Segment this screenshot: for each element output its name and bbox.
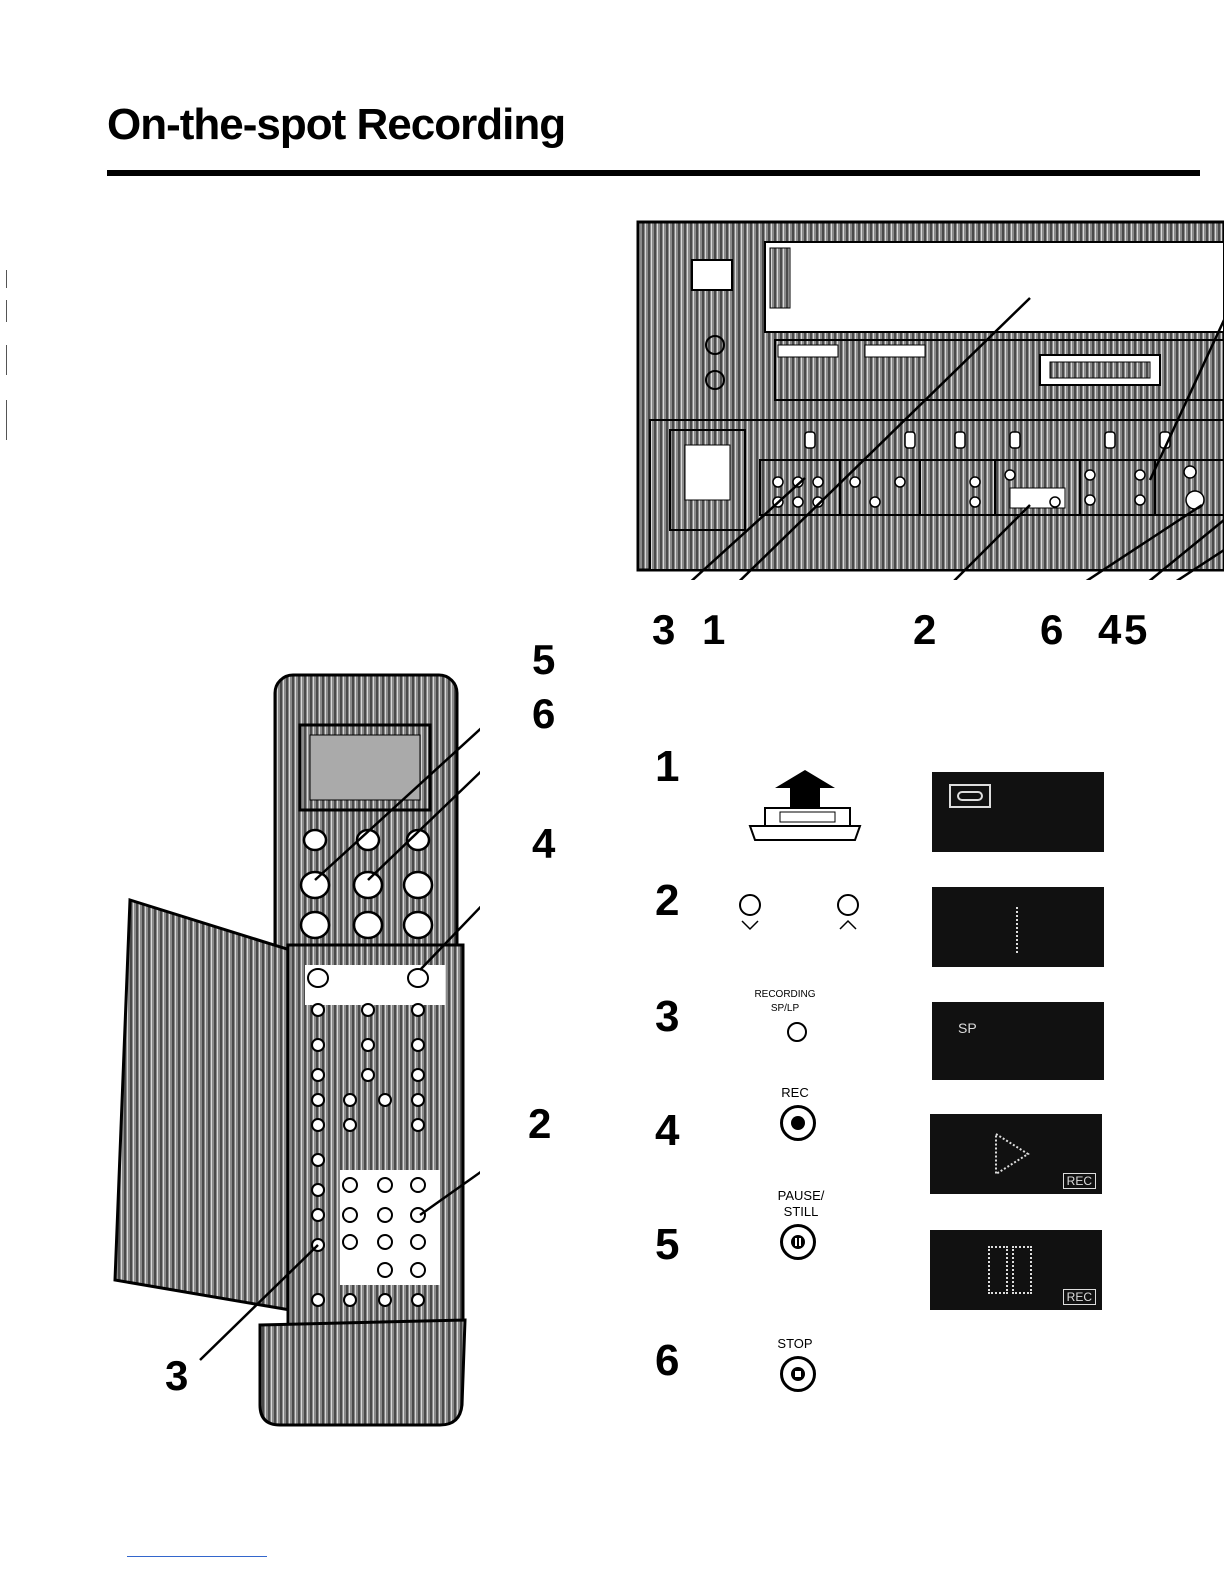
step-number: 3 (655, 992, 679, 1042)
vcr-callout: 4 (1098, 606, 1121, 654)
step-4-display: REC (930, 1114, 1102, 1194)
sp-lp-button-icon (787, 1022, 807, 1042)
channel-down-up-icon (735, 893, 870, 933)
step-number: 5 (655, 1220, 679, 1270)
step-2-display (932, 887, 1104, 967)
step-number: 2 (655, 876, 679, 926)
margin-mark (6, 400, 7, 440)
step-number: 1 (655, 742, 679, 792)
display-text: SP (958, 1020, 977, 1036)
step-number: 6 (655, 1336, 679, 1386)
stop-button-icon (780, 1356, 816, 1392)
rec-label: REC (770, 1085, 820, 1100)
vcr-callout: 6 (1040, 606, 1063, 654)
step-1-display (932, 772, 1104, 852)
vcr-callout: 2 (913, 606, 936, 654)
step-5-display: REC (930, 1230, 1102, 1310)
footer-line (127, 1556, 267, 1557)
remote-callout: 6 (532, 690, 555, 738)
step-3-display: SP (932, 1002, 1104, 1080)
pause-still-label: PAUSE/ STILL (770, 1188, 832, 1220)
remote-callout: 4 (532, 820, 555, 868)
pause-still-button-icon (780, 1224, 816, 1260)
sp-lp-label: RECORDING SP/LP (740, 988, 830, 1016)
vcr-callout: 3 (652, 606, 675, 654)
rec-badge: REC (1063, 1289, 1096, 1305)
vcr-callout: 5 (1124, 606, 1147, 654)
margin-mark (6, 345, 7, 375)
title-rule (107, 170, 1200, 176)
remote-callout: 3 (165, 1352, 188, 1400)
stop-label: STOP (770, 1336, 820, 1351)
step-number: 4 (655, 1106, 679, 1156)
remote-callout: 2 (528, 1100, 551, 1148)
vcr-front-panel-illustration (630, 220, 1224, 580)
cassette-insert-icon (745, 770, 865, 845)
remote-callout: 5 (532, 636, 555, 684)
page-title: On-the-spot Recording (107, 100, 565, 150)
remote-control-illustration (100, 670, 480, 1440)
margin-mark (6, 270, 7, 288)
vcr-callout: 1 (702, 606, 725, 654)
cassette-display-icon (949, 784, 991, 808)
rec-button-icon (780, 1105, 816, 1141)
rec-badge: REC (1063, 1173, 1096, 1189)
margin-mark (6, 300, 7, 322)
